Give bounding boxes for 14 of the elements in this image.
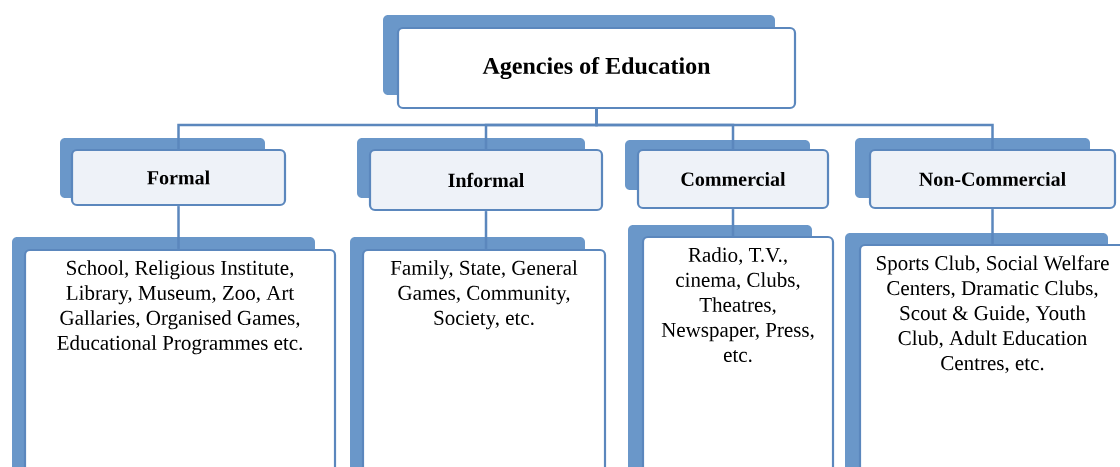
connector (595, 109, 994, 149)
examples-box: School, Religious Institute, Library, Museum, Zoo, Art Gallaries, Organised Games, Educational Programmes etc. (12, 237, 337, 467)
examples-box: Sports Club, Social Welfare Centers, Dramatic Clubs, Scout & Guide, Youth Club, Adult Education Centres, etc. (845, 233, 1120, 467)
category-box: Formal (60, 138, 287, 207)
connector (177, 206, 180, 249)
title-box: Agencies of Education (383, 15, 797, 110)
examples-box: Radio, T.V., cinema, Clubs, Theatres, Newspaper, Press, etc. (628, 225, 835, 467)
examples-box: Family, State, General Games, Community, Society, etc. (350, 237, 607, 467)
connector (484, 211, 488, 249)
category-box: Informal (357, 138, 604, 212)
connector (731, 209, 735, 236)
category-box: Commercial (625, 140, 830, 210)
category-box: Non-Commercial (855, 138, 1117, 210)
connector (991, 209, 994, 244)
